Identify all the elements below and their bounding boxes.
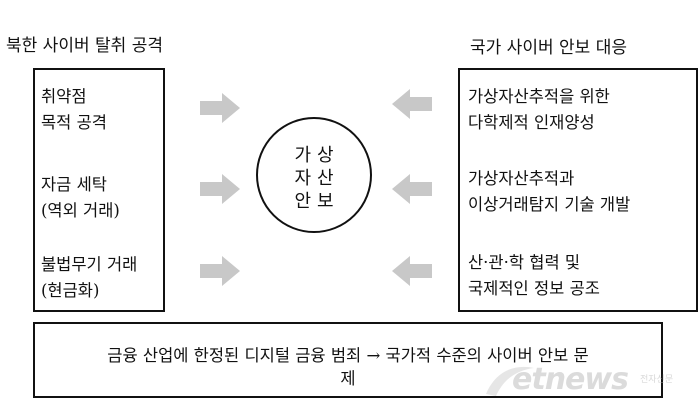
center-label-line: 자산	[294, 168, 340, 189]
right-item-line: 다학제적 인재양성	[468, 113, 595, 132]
right-item-line: 이상거래탐지 기술 개발	[468, 195, 631, 214]
arrow-left-icon	[392, 256, 432, 286]
left-heading: 북한 사이버 탈취 공격	[6, 36, 163, 56]
right-panel: 가상자산추적을 위한 다학제적 인재양성 가상자산추적과 이상거래탐지 기술 개…	[458, 68, 698, 312]
left-item-vulnerability-attack: 취약점 목적 공격	[41, 84, 107, 136]
right-item-line: 국제적인 정보 공조	[468, 279, 600, 298]
arrow-right-icon	[200, 93, 240, 123]
watermark-swoosh-icon	[486, 366, 534, 396]
center-label-line: 가상	[294, 145, 340, 166]
right-item-tracking-tech: 가상자산추적과 이상거래탐지 기술 개발	[468, 166, 630, 218]
arrow-left-icon	[392, 174, 432, 204]
right-item-cooperation: 산·관·학 협력 및 국제적인 정보 공조	[468, 250, 600, 302]
left-item-line: 자금 세탁	[41, 175, 107, 194]
left-item-line: 목적 공격	[41, 113, 107, 132]
arrow-right-icon	[200, 174, 240, 204]
left-item-line: (역외 거래)	[41, 201, 120, 220]
center-circle: 가상 자산 안보	[256, 117, 372, 233]
center-label-line: 안보	[294, 191, 340, 212]
left-panel: 취약점 목적 공격 자금 세탁 (역외 거래) 불법무기 거래 (현금화)	[33, 68, 165, 312]
right-item-talent-training: 가상자산추적을 위한 다학제적 인재양성	[468, 84, 610, 136]
right-item-line: 가상자산추적을 위한	[468, 87, 610, 106]
watermark-subtext: 전자신문	[640, 375, 674, 385]
left-item-illegal-weapons: 불법무기 거래 (현금화)	[41, 252, 137, 304]
watermark-text: etnews	[512, 362, 629, 397]
right-heading: 국가 사이버 안보 대응	[470, 38, 627, 58]
bottom-summary-text: 금융 산업에 한정된 디지털 금융 범죄 → 국가적 수준의 사이버 안보 문 …	[35, 344, 661, 390]
etnews-watermark-logo: etnews 전자신문	[482, 360, 682, 404]
center-label: 가상 자산 안보	[258, 144, 370, 213]
right-item-line: 산·관·학 협력 및	[468, 253, 581, 272]
arrow-left-icon	[392, 89, 432, 119]
bottom-summary-line: 제	[340, 369, 356, 388]
bottom-summary-box: 금융 산업에 한정된 디지털 금융 범죄 → 국가적 수준의 사이버 안보 문 …	[33, 322, 663, 398]
left-item-line: 불법무기 거래	[41, 255, 138, 274]
arrow-right-icon	[200, 256, 240, 286]
left-item-line: (현금화)	[41, 281, 100, 300]
left-item-line: 취약점	[41, 87, 87, 106]
bottom-summary-line: 금융 산업에 한정된 디지털 금융 범죄 → 국가적 수준의 사이버 안보 문	[107, 346, 589, 365]
right-item-line: 가상자산추적과	[468, 169, 575, 188]
left-item-money-laundering: 자금 세탁 (역외 거래)	[41, 172, 120, 224]
